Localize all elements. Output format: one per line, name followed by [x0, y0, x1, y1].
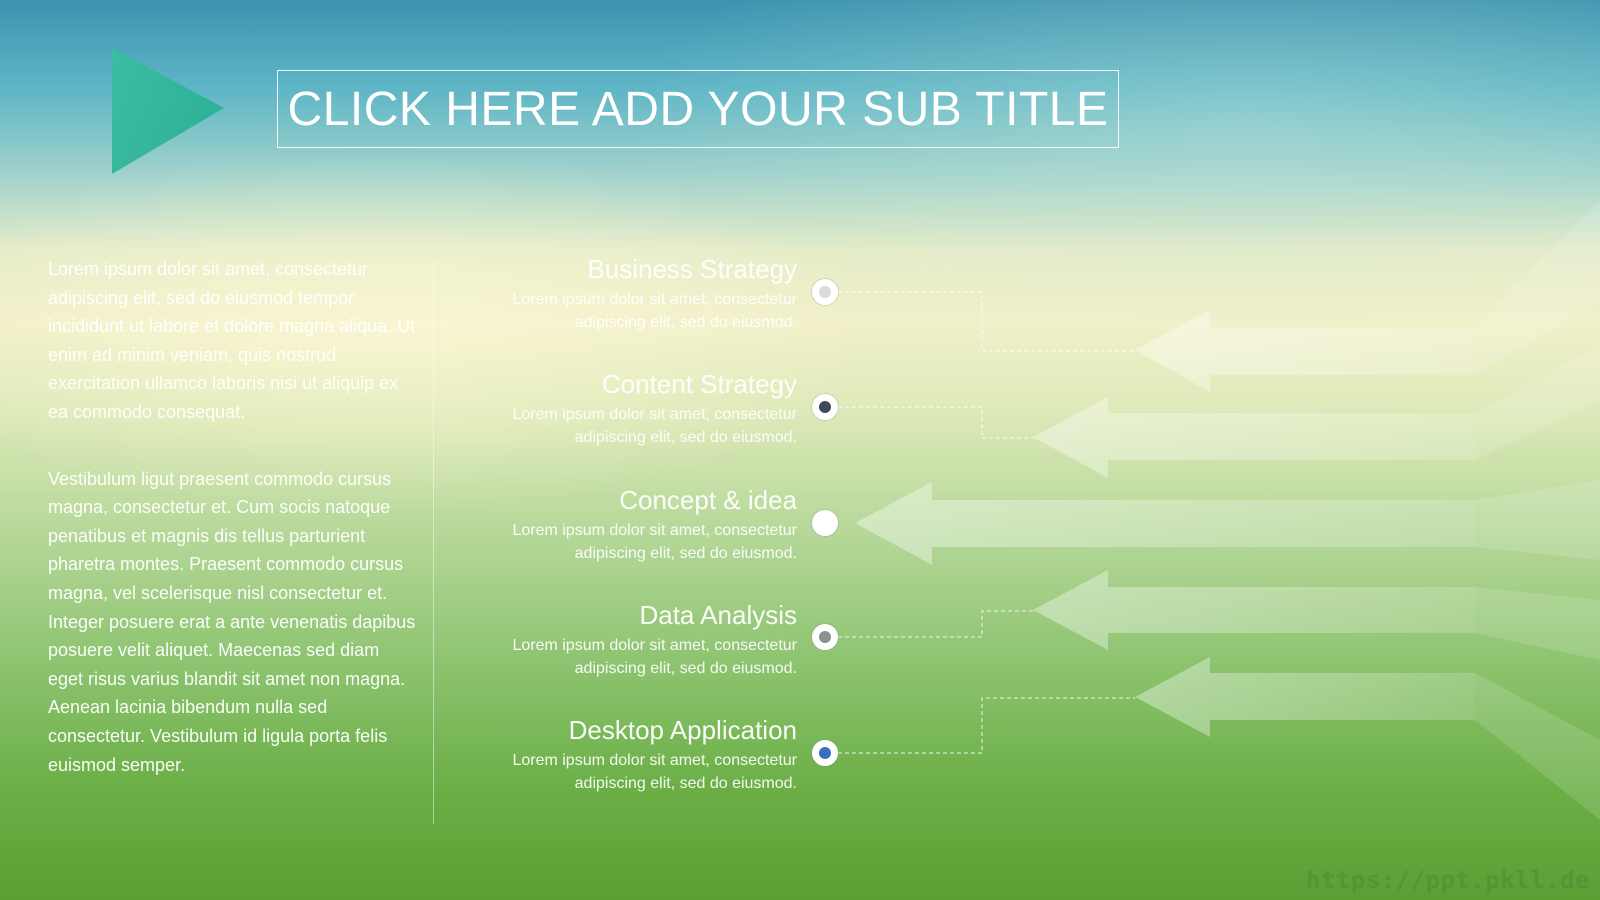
body-paragraph-1: Lorem ipsum dolor sit amet, consectetur … [48, 259, 416, 422]
marker-concept-idea [812, 510, 838, 536]
item-concept-idea: Concept & idea Lorem ipsum dolor sit ame… [457, 485, 797, 565]
item-content-strategy: Content Strategy Lorem ipsum dolor sit a… [457, 369, 797, 449]
item-description: Lorem ipsum dolor sit amet, consectetur … [512, 637, 797, 677]
body-paragraph-2: Vestibulum ligut praesent commodo cursus… [48, 468, 416, 775]
item-description: Lorem ipsum dolor sit amet, consectetur … [512, 752, 797, 792]
arrow-shape [1033, 570, 1475, 650]
subtitle-text: CLICK HERE ADD YOUR SUB TITLE [287, 82, 1109, 136]
connector-lines [838, 291, 1135, 754]
marker-business-strategy [812, 279, 838, 305]
item-title: Content Strategy [601, 369, 797, 399]
item-title: Data Analysis [639, 600, 797, 630]
marker-dot [819, 747, 831, 759]
arrow-shape [855, 482, 1475, 565]
item-description: Lorem ipsum dolor sit amet, consectetur … [512, 406, 797, 446]
marker-content-strategy [812, 394, 838, 420]
item-title: Concept & idea [619, 485, 797, 515]
marker-dot [819, 631, 831, 643]
item-title: Business Strategy [587, 254, 797, 284]
marker-dot [819, 517, 831, 529]
arrow-shape [1135, 657, 1475, 737]
item-title: Desktop Application [568, 715, 797, 745]
body-text-column: Lorem ipsum dolor sit amet, consectetur … [48, 255, 418, 817]
marker-desktop-application [812, 740, 838, 766]
play-triangle-icon [112, 48, 224, 174]
arrow-fan [1475, 200, 1600, 820]
item-business-strategy: Business Strategy Lorem ipsum dolor sit … [457, 254, 797, 334]
item-data-analysis: Data Analysis Lorem ipsum dolor sit amet… [457, 600, 797, 680]
marker-dot [819, 401, 831, 413]
subtitle-box[interactable]: CLICK HERE ADD YOUR SUB TITLE [277, 70, 1119, 148]
arrow-shape [1135, 310, 1475, 392]
item-description: Lorem ipsum dolor sit amet, consectetur … [512, 291, 797, 331]
marker-data-analysis [812, 624, 838, 650]
item-description: Lorem ipsum dolor sit amet, consectetur … [512, 522, 797, 562]
item-desktop-application: Desktop Application Lorem ipsum dolor si… [457, 715, 797, 795]
marker-dot [819, 286, 831, 298]
watermark-text: https://ppt.pkll.de [1305, 866, 1590, 894]
column-divider [433, 262, 434, 824]
arrow-shape [1033, 397, 1475, 478]
